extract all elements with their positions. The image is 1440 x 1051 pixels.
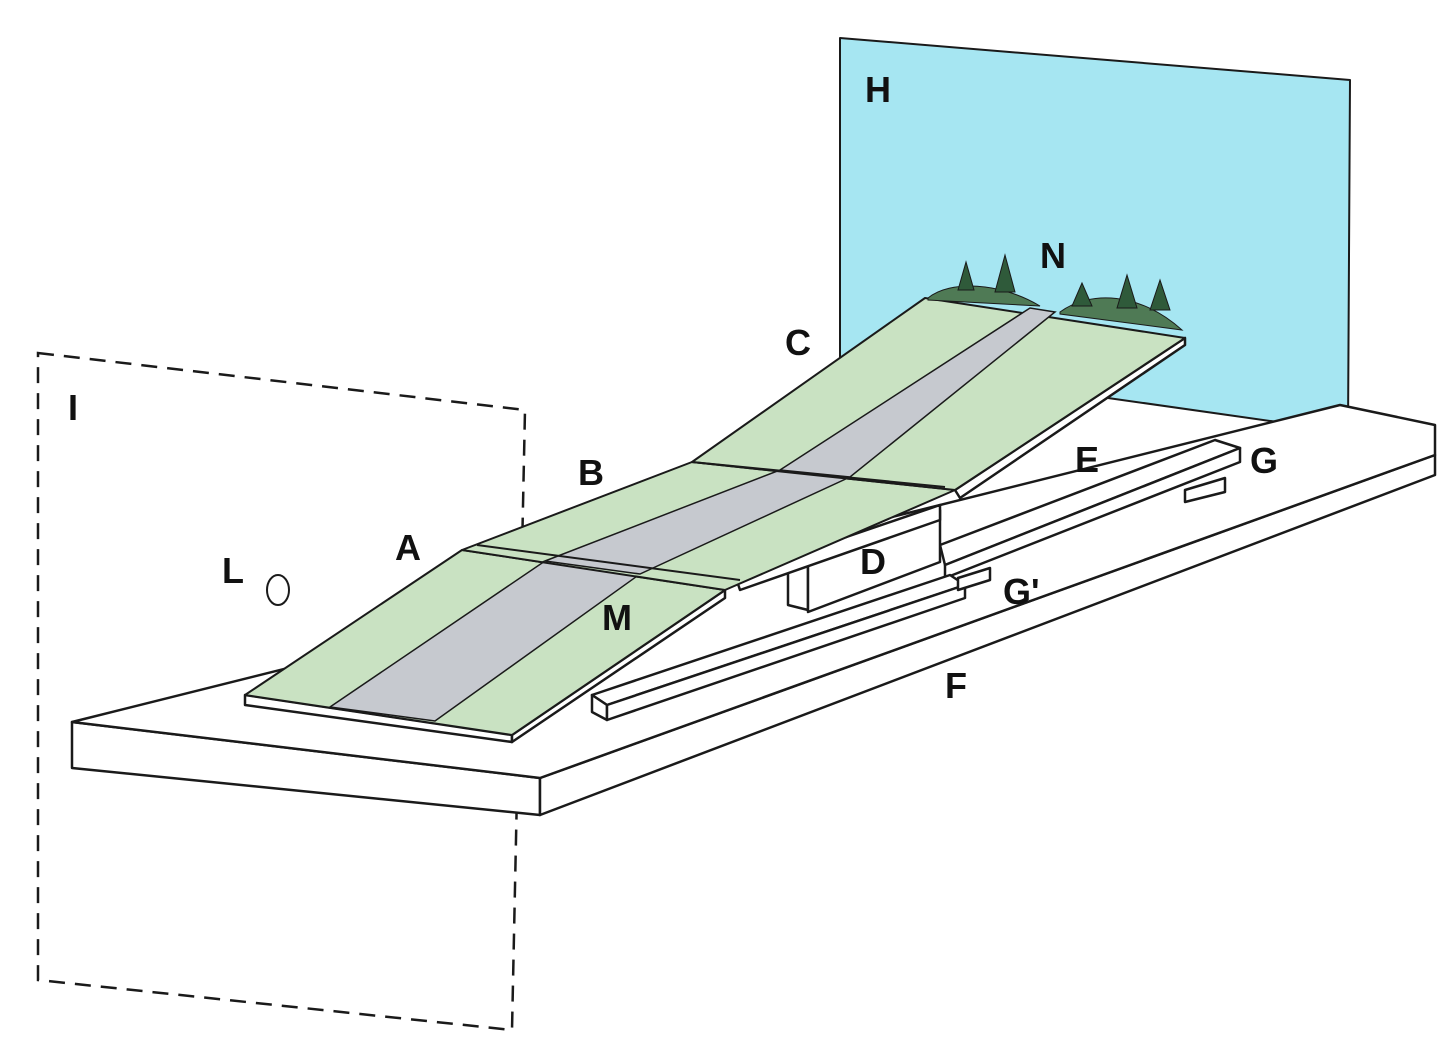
tree-line-n [927, 253, 1184, 331]
label-g-prime: G' [1003, 571, 1040, 612]
label-e: E [1075, 439, 1099, 480]
light-source-l [266, 574, 290, 606]
label-c: C [785, 322, 811, 363]
label-l: L [222, 550, 244, 591]
label-g: G [1250, 440, 1278, 481]
road-slab-back [691, 297, 1187, 500]
label-i: I [68, 387, 78, 428]
label-b: B [578, 452, 604, 493]
frame-i [36, 351, 527, 1032]
rail-f [590, 566, 992, 722]
label-n: N [1040, 235, 1066, 276]
label-f: F [945, 665, 967, 706]
label-m: M [602, 597, 632, 638]
label-a: A [395, 527, 421, 568]
rail-e [938, 438, 1242, 580]
label-h: H [865, 69, 891, 110]
label-d: D [860, 541, 886, 582]
